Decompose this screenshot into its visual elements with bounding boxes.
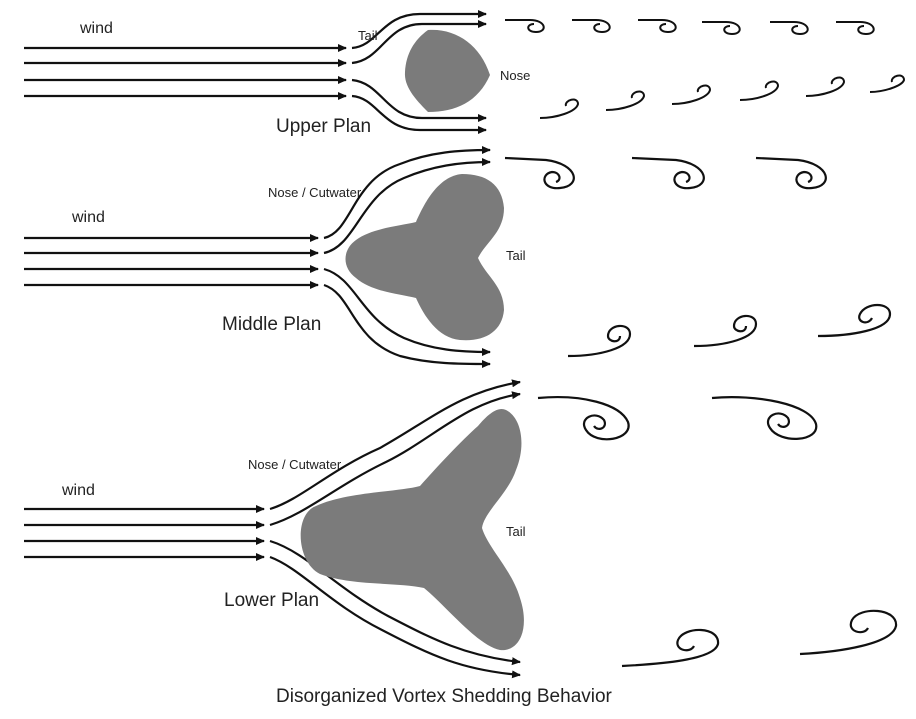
lower-building-shape (301, 409, 524, 650)
upper-plan-panel (24, 14, 904, 130)
lower-plan-panel (24, 382, 896, 675)
upper-wind-lines (24, 48, 346, 96)
lower-tail-label: Tail (506, 524, 526, 539)
lower-nose-cutwater-label: Nose / Cutwater (248, 457, 341, 472)
lower-plan-label: Lower Plan (224, 590, 319, 612)
upper-tail-label: Tail (358, 28, 378, 43)
middle-wind-label: wind (72, 209, 105, 227)
middle-wind-lines (24, 238, 318, 285)
lower-wind-label: wind (62, 482, 95, 500)
diagram-caption: Disorganized Vortex Shedding Behavior (276, 686, 612, 708)
middle-plan-label: Middle Plan (222, 314, 321, 336)
upper-building-shape (405, 30, 490, 112)
middle-tail-label: Tail (506, 248, 526, 263)
middle-nose-cutwater-label: Nose / Cutwater (268, 185, 361, 200)
upper-vortex-row (505, 20, 904, 118)
middle-plan-panel (24, 150, 890, 364)
lower-wind-lines (24, 509, 264, 557)
upper-wind-label: wind (80, 20, 113, 38)
middle-building-shape (346, 174, 505, 340)
middle-vortex-row (505, 158, 890, 356)
upper-nose-label: Nose (500, 68, 530, 83)
upper-plan-label: Upper Plan (276, 116, 371, 138)
lower-vortex-row (538, 397, 896, 666)
